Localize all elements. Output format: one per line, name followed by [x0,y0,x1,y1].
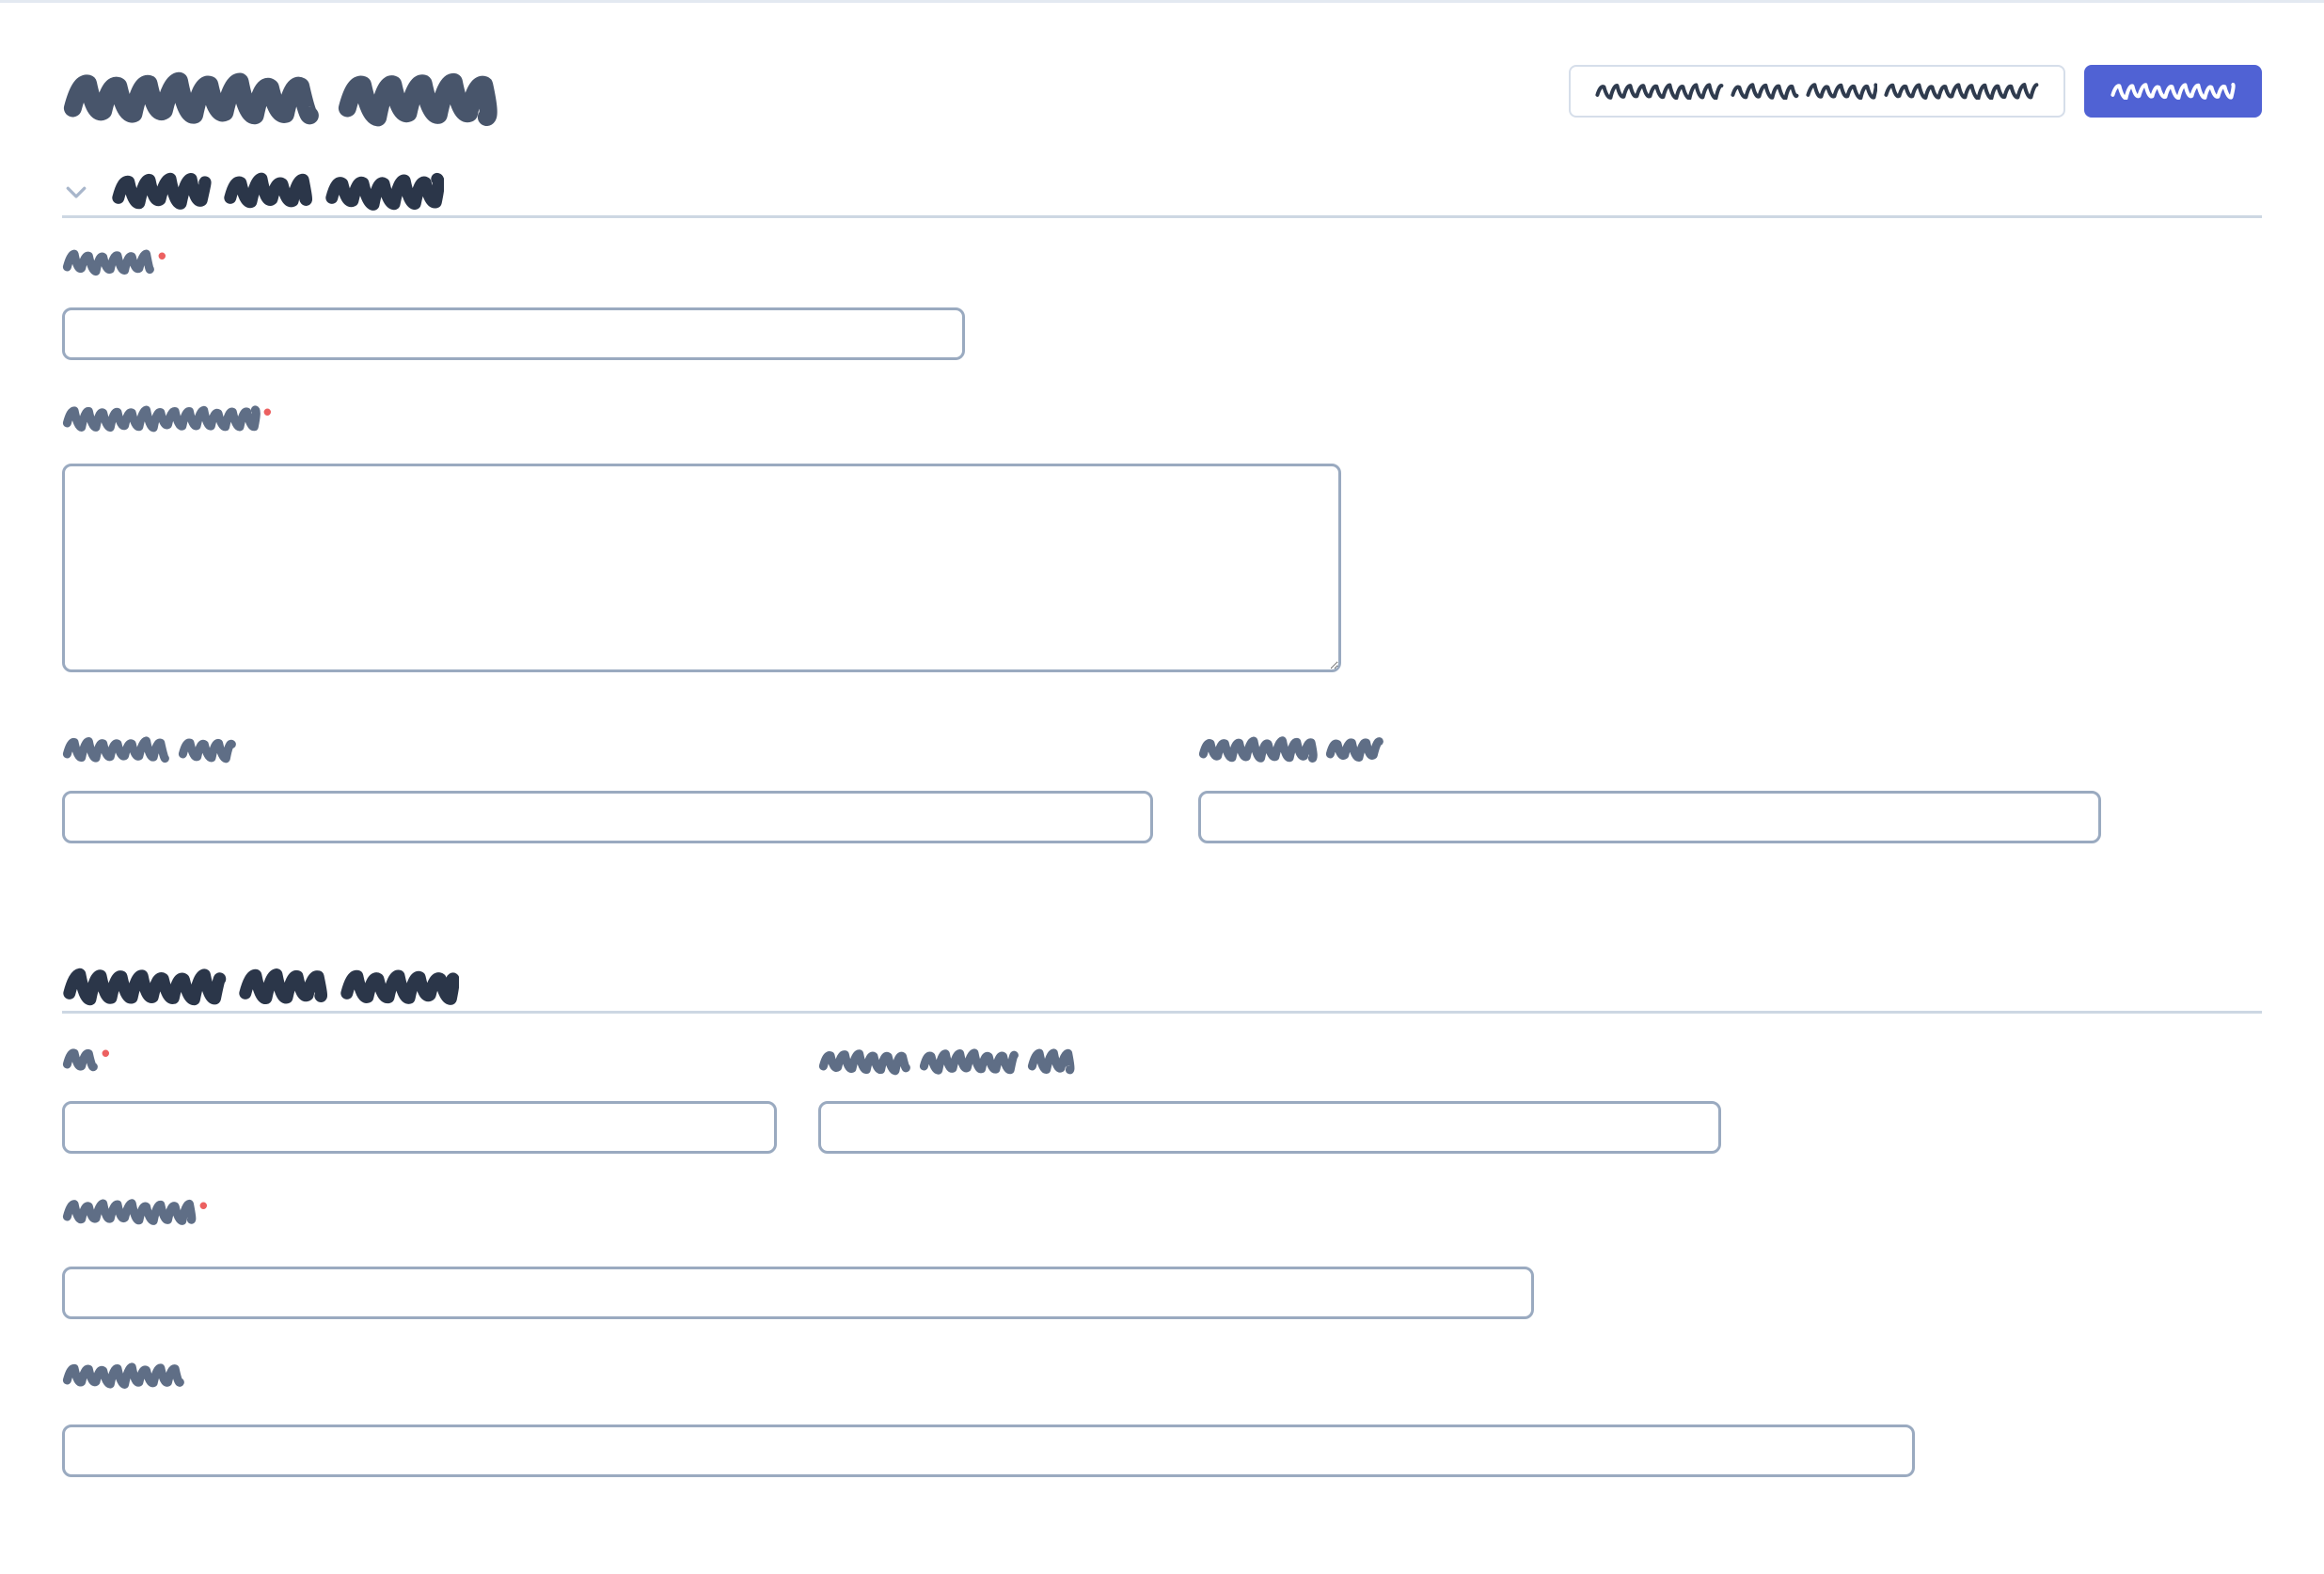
field-id-input[interactable] [62,1101,777,1154]
section-one-divider [62,215,2262,218]
field-category-label: • [62,1191,1534,1226]
primary-action-button[interactable] [2084,65,2262,118]
redacted-word [919,1048,1020,1076]
field-start-date [62,736,1153,763]
redacted-word [2111,82,2236,101]
field-end-date-label-text [1198,736,1384,763]
field-end-date-input[interactable] [1198,791,2101,843]
required-marker: • [157,242,166,270]
field-name-input[interactable] [62,307,965,360]
chevron-down-icon[interactable] [62,178,90,206]
redacted-word [62,736,170,763]
redacted-word [1325,736,1384,763]
redacted-word [111,172,213,212]
field-description-label-text [62,405,261,433]
required-marker: • [101,1039,110,1067]
header-actions [1569,57,2262,118]
field-name-label: • [62,242,965,276]
redacted-word [1198,736,1318,763]
field-owner-label-text [62,1362,185,1390]
redacted-word [1884,82,2039,101]
field-external-id-input[interactable] [818,1101,1721,1154]
redacted-word [1731,82,1799,101]
redacted-word [223,172,313,212]
page-header [62,57,2262,128]
redacted-word [1027,1048,1075,1076]
section-one-title [111,172,445,212]
section-one-header[interactable] [62,172,2262,212]
field-category-input[interactable] [62,1267,1534,1319]
field-external-id [818,1048,1721,1076]
field-end-date-label [1198,736,2101,763]
field-category: • [62,1191,1534,1226]
field-owner [62,1362,1915,1390]
field-id: • [62,1039,777,1074]
field-owner-input[interactable] [62,1424,1915,1477]
redacted-word [238,968,328,1007]
redacted-word [324,172,445,212]
section-two-header [62,968,2262,1007]
field-category-label-text [62,1199,197,1226]
secondary-action-button[interactable] [1569,65,2066,118]
form-page: • • • [0,3,2324,1574]
field-start-date-input[interactable] [62,791,1153,843]
redacted-word [818,1048,911,1076]
field-name-label-text [62,249,155,276]
required-marker: • [262,398,272,426]
field-start-date-label-text [62,736,237,763]
redacted-word [337,71,498,128]
redacted-word [62,968,228,1007]
redacted-word [62,1047,99,1074]
page-title-text [62,71,498,128]
field-name: • [62,242,965,276]
redacted-word [62,405,261,433]
primary-action-label [2111,82,2236,101]
section-two-title [62,968,460,1007]
redacted-word [1806,82,1878,101]
field-id-label-text [62,1047,99,1074]
redacted-word [178,736,237,763]
required-marker: • [198,1191,208,1220]
field-start-date-label [62,736,1153,763]
field-owner-label [62,1362,1915,1390]
field-id-label: • [62,1039,777,1074]
field-external-id-label-text [818,1048,1075,1076]
field-description-label: • [62,398,1341,433]
redacted-word [340,968,460,1007]
field-description-textarea[interactable] [62,464,1341,672]
field-end-date [1198,736,2101,763]
secondary-action-label [1595,82,2039,101]
redacted-word [62,249,155,276]
redacted-word [62,71,321,128]
redacted-word [1595,82,1724,101]
section-two-divider [62,1011,2262,1014]
redacted-word [62,1199,197,1226]
field-external-id-label [818,1048,1721,1076]
field-description: • [62,398,1341,433]
page-title [62,57,498,128]
redacted-word [62,1362,185,1390]
